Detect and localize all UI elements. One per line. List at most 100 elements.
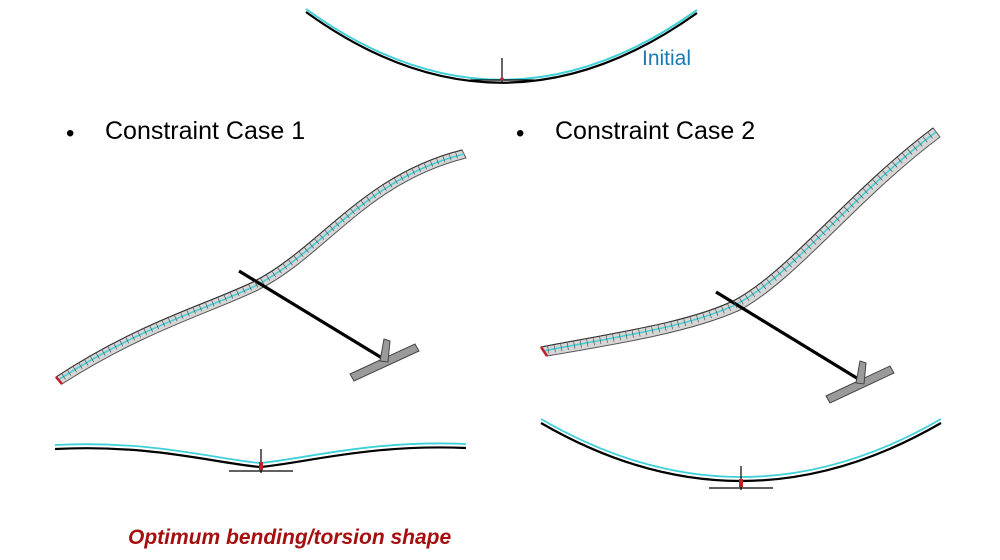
case2-mesh-rib — [765, 278, 772, 286]
case2-bullet: • — [516, 120, 525, 147]
case1-mesh-rib — [282, 263, 288, 270]
case2-mesh-rib — [612, 333, 615, 342]
case2-mesh-rib — [922, 135, 928, 143]
case2-mesh-rib — [911, 144, 918, 151]
case1-wing-isometric — [55, 149, 467, 385]
case1-mesh-rib — [376, 188, 382, 195]
case1-mesh-rib — [371, 192, 376, 199]
case1-mesh-rib — [254, 281, 259, 288]
case2-mesh-rib — [547, 345, 550, 354]
case1-mesh-rib — [293, 255, 299, 262]
case1-mesh-rib — [180, 312, 184, 319]
case2-mesh-rib — [886, 165, 893, 172]
case2-mesh-rib — [605, 334, 608, 343]
case2-mesh-rib — [927, 131, 933, 139]
case2-mesh-rib — [901, 152, 908, 160]
case1-mesh-rib — [84, 359, 89, 366]
case2-mesh-rib — [896, 156, 903, 164]
case1-mesh-rib — [298, 251, 304, 258]
case1-mesh-rib — [173, 314, 178, 322]
case2-mesh-rib — [670, 321, 674, 330]
case2-mesh-rib — [566, 342, 569, 351]
case2-mesh-rib — [702, 312, 706, 321]
case1-mesh-rib — [217, 297, 221, 304]
case2-front-root-marker — [739, 479, 743, 487]
case1-mesh-rib — [329, 225, 335, 232]
case2-mesh-rib — [843, 206, 850, 213]
case2-mesh-rib — [790, 256, 797, 264]
case1-mesh-rib — [155, 322, 160, 330]
case2-mesh-rib — [708, 310, 712, 319]
case2-mesh-rib — [862, 187, 869, 195]
case2-mesh-rib — [781, 265, 787, 272]
case1-mesh-rib — [355, 204, 361, 211]
case1-tail-plane — [349, 343, 420, 382]
case2-mesh-rib — [872, 178, 879, 186]
case2-mesh-rib — [810, 238, 817, 245]
case1-mesh-rib — [223, 294, 227, 302]
case2-mesh-rib — [857, 192, 864, 199]
case1-mesh-rib — [382, 184, 387, 191]
case1-mesh-rib — [288, 259, 293, 266]
case2-mesh-rib — [819, 229, 826, 236]
case1-mesh-rib — [303, 246, 309, 253]
case2-mesh-rib — [848, 201, 855, 208]
case1-mesh-rib — [131, 333, 135, 341]
case2-wing-edge — [540, 127, 934, 348]
case2-mesh-rib — [714, 308, 719, 317]
case1-mesh-rib — [143, 328, 147, 335]
case2-mesh-rib — [592, 337, 595, 346]
case2-mesh-rib — [579, 339, 582, 348]
case2-mesh-rib — [805, 243, 812, 250]
case2-wing-isometric — [539, 127, 941, 404]
case1-mesh-rib — [455, 151, 458, 159]
case1-front-view — [54, 442, 467, 473]
case2-mesh-rib — [695, 314, 699, 323]
case1-mesh-rib — [101, 349, 106, 356]
case2-mesh-rib — [657, 324, 660, 333]
case1-mesh-rib — [198, 304, 203, 312]
case1-mesh-rib — [229, 292, 234, 299]
case2-mesh-rib — [560, 343, 563, 352]
case2-mesh-rib — [676, 319, 680, 328]
case2-wing-mesh — [540, 127, 941, 357]
case2-mesh-rib — [625, 331, 628, 340]
case1-mesh-rib — [125, 336, 130, 344]
case1-mesh-rib — [339, 216, 345, 223]
case2-mesh-rib — [755, 286, 761, 294]
case1-mesh-rib — [360, 200, 366, 207]
case2-strut — [715, 290, 861, 382]
case2-mesh-rib — [683, 318, 686, 327]
case1-mesh-rib — [399, 174, 404, 181]
case2-mesh-rib — [824, 224, 831, 231]
case1-mesh-rib — [61, 373, 66, 380]
case1-mesh-rib — [66, 369, 72, 376]
case2-mesh-rib — [867, 183, 874, 190]
case2-root-tip-red — [539, 346, 549, 357]
case1-mesh-rib — [393, 177, 398, 185]
case1-mesh-rib — [442, 155, 446, 163]
case2-mesh-rib — [852, 196, 859, 204]
case2-mesh-rib — [618, 332, 621, 341]
case1-mesh-rib — [161, 319, 166, 327]
case2-mesh-rib — [829, 220, 836, 227]
case1-mesh-rib — [204, 302, 209, 309]
initial-front-view — [305, 8, 698, 84]
case2-mesh-rib — [573, 340, 576, 349]
case2-mesh-rib — [720, 305, 725, 314]
case1-front-root-marker — [259, 462, 263, 470]
case1-mesh-rib — [344, 212, 350, 219]
case1-mesh-rib — [423, 162, 428, 170]
case2-mesh-rib — [833, 215, 840, 222]
case1-mesh-rib — [113, 342, 118, 350]
case1-cyan-line — [57, 153, 465, 381]
case1-mesh-rib — [334, 221, 340, 227]
constraint-case-2-label: Constraint Case 2 — [555, 117, 756, 145]
case1-mesh-rib — [72, 366, 77, 373]
case2-tail-plane — [825, 365, 895, 404]
case1-mesh-rib — [235, 289, 240, 297]
case2-mesh-rib — [838, 210, 845, 218]
case1-mesh-rib — [405, 171, 410, 178]
case2-mesh-rib — [631, 329, 634, 338]
